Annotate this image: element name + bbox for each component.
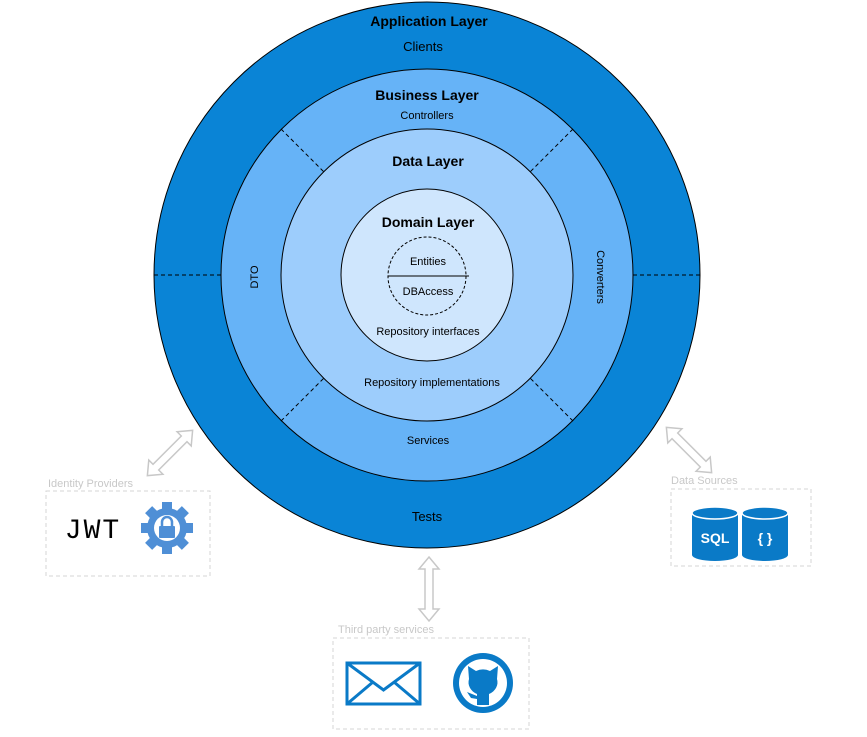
third-party-services-box — [332, 637, 530, 730]
dashed-dividers — [154, 128, 700, 422]
repository-implementations-label: Repository implementations — [364, 377, 500, 389]
identity-providers-box — [45, 490, 211, 577]
jwt-logo: JWT — [65, 516, 121, 547]
gear-lock-icon — [141, 502, 193, 554]
tests-label: Tests — [412, 509, 443, 524]
data-layer-title: Data Layer — [392, 153, 464, 169]
entities-label: Entities — [410, 256, 447, 268]
repository-interfaces-label: Repository interfaces — [376, 326, 480, 338]
dbaccess-label: DBAccess — [403, 286, 454, 298]
sql-database-icon: SQL — [691, 506, 739, 561]
github-icon — [453, 653, 513, 713]
dto-label: DTO — [249, 265, 261, 288]
third-party-services-label: Third party services — [338, 624, 434, 636]
domain-layer-title: Domain Layer — [382, 214, 475, 230]
application-layer-title: Application Layer — [370, 13, 488, 29]
domain-layer-circle — [340, 188, 514, 362]
business-layer-title: Business Layer — [375, 87, 479, 103]
sql-label: SQL — [701, 530, 730, 546]
data-sources-box — [670, 488, 812, 567]
json-label: { } — [758, 530, 773, 546]
converters-label: Converters — [594, 250, 606, 304]
arrow-data-sources — [665, 426, 713, 474]
controllers-label: Controllers — [400, 110, 454, 122]
data-sources-label: Data Sources — [671, 475, 738, 487]
services-label: Services — [407, 435, 450, 447]
identity-providers-label: Identity Providers — [48, 478, 133, 490]
arrow-third-party — [417, 555, 441, 623]
arrow-identity — [146, 429, 194, 477]
mail-icon — [345, 661, 422, 706]
clients-label: Clients — [403, 39, 443, 54]
json-database-icon: { } — [741, 506, 789, 561]
